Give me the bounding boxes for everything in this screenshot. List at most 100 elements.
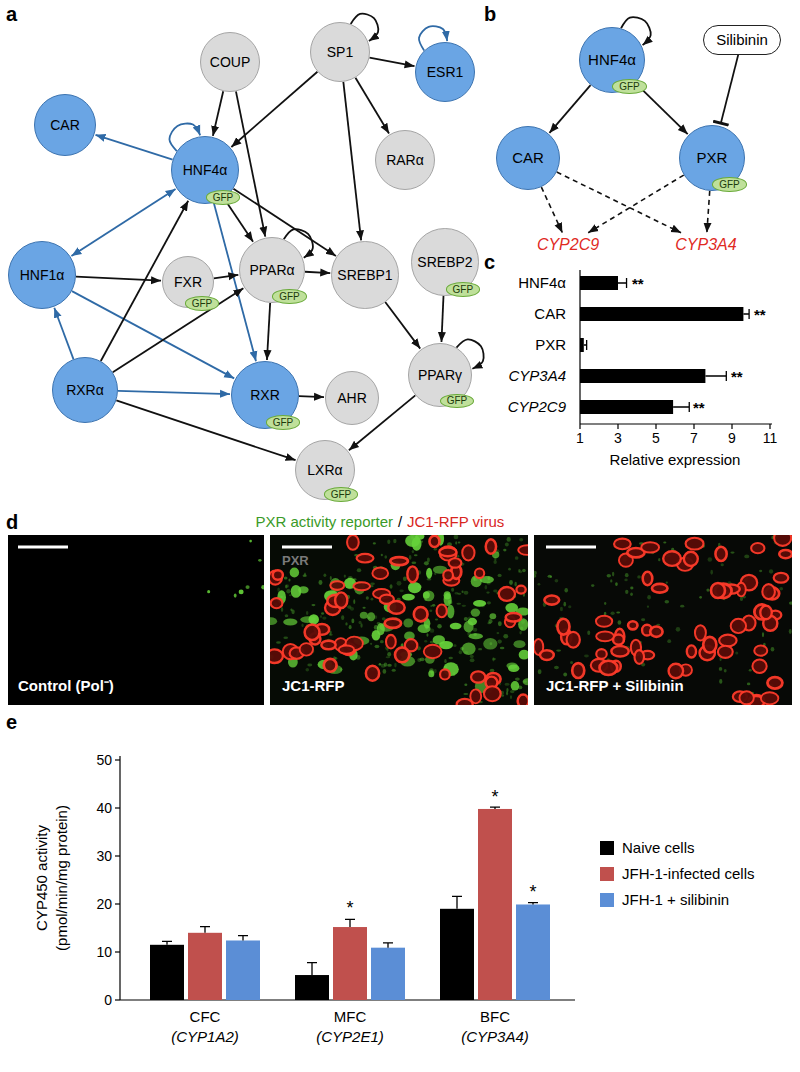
gene-node: PPARαGFP <box>239 237 305 303</box>
cell-signal <box>641 542 659 552</box>
cell-signal <box>635 650 645 664</box>
cell-signal <box>759 570 762 572</box>
gfp-tag: GFP <box>712 177 747 192</box>
cell-signals <box>534 535 792 705</box>
cell-signal <box>288 578 290 581</box>
cell-signal <box>239 589 244 594</box>
gene-node: HNF4αGFP <box>579 27 645 93</box>
cell-signal <box>616 612 620 614</box>
cell-signal <box>711 583 725 598</box>
cell-signal <box>258 559 261 562</box>
cell-signal <box>486 539 496 553</box>
cell-signal <box>612 572 614 577</box>
cell-signal <box>506 613 522 622</box>
cell-signal <box>270 617 277 625</box>
tick-mark <box>579 424 580 429</box>
cell-signal <box>715 547 726 561</box>
cell-signal <box>283 618 297 625</box>
node-label: HNF4α <box>588 51 636 68</box>
cell-signal <box>450 623 462 630</box>
regulation-arrow <box>369 58 414 67</box>
axis-title: Relative expression <box>610 451 741 468</box>
cell-signal <box>550 576 552 578</box>
category-label: MFC <box>334 1008 367 1025</box>
cell-signal <box>752 660 766 673</box>
cell-signal <box>471 671 485 682</box>
cell-signal <box>599 661 617 675</box>
cell-signal <box>234 593 237 597</box>
significance-mark: * <box>346 898 353 919</box>
regulation-arrow <box>213 91 223 136</box>
cell-signal <box>372 567 388 579</box>
gfp-tag: GFP <box>612 79 647 94</box>
cell-signal <box>424 640 427 643</box>
cell-signal <box>684 552 698 566</box>
category-label: HNF4α <box>518 274 566 291</box>
error-bar <box>200 927 210 933</box>
cell-signal <box>394 663 396 668</box>
cell-signal <box>470 658 475 662</box>
cell-signal <box>335 592 347 608</box>
bar-chart-axes <box>580 270 772 429</box>
activity-bar <box>150 945 184 1000</box>
cell-signal <box>703 637 716 653</box>
activity-bar <box>226 940 260 1000</box>
gene-node: SREBP2GFP <box>411 228 479 296</box>
gfp-tag: GFP <box>446 282 481 297</box>
category-label: BFC <box>480 1008 510 1025</box>
cell-signal <box>349 625 352 629</box>
cell-signal <box>385 619 401 628</box>
cell-signal <box>291 585 301 598</box>
cell-signal <box>473 600 486 607</box>
image-caption: Control (Pol⁻) <box>18 677 114 694</box>
cell-signal <box>508 568 511 571</box>
node-label: Silibinin <box>716 31 768 48</box>
scale-bar <box>546 546 596 549</box>
cell-signal <box>412 550 414 553</box>
cell-signal <box>424 645 442 658</box>
category-label: CYP2C9 <box>508 398 566 415</box>
regulation-arrow <box>343 82 361 241</box>
cell-signal <box>503 634 508 638</box>
category-label: CFC <box>190 1008 221 1025</box>
regulation-arrow <box>54 308 73 359</box>
cell-signal <box>457 593 461 595</box>
cell-signal <box>511 681 520 691</box>
gene-node: RXRGFP <box>231 361 299 429</box>
cell-signal <box>454 535 459 539</box>
tick-label: 0 <box>104 992 112 1008</box>
gene-node: HNF4αGFP <box>171 136 239 204</box>
activity-bar <box>440 909 474 1000</box>
panel-letter: d <box>6 511 18 534</box>
cell-signal <box>370 582 375 585</box>
cell-signal <box>596 649 607 659</box>
cell-signal <box>506 691 508 695</box>
cell-signal <box>560 607 563 612</box>
node-label: GFP <box>719 179 740 191</box>
cell-signal <box>462 643 476 655</box>
cell-signal <box>207 590 210 593</box>
cell-signal <box>408 582 421 593</box>
cell-signal <box>516 586 525 594</box>
cell-signal <box>371 598 374 601</box>
cell-signal <box>747 683 750 686</box>
micrograph <box>270 535 528 705</box>
cell-signal <box>676 627 681 632</box>
regulation-arrow <box>76 277 161 281</box>
cell-signal <box>652 584 668 593</box>
cell-signal <box>506 688 508 692</box>
cell-signal <box>572 663 584 678</box>
cell-signal <box>761 692 779 704</box>
cell-signal <box>567 632 580 648</box>
cell-signal <box>534 574 536 577</box>
cell-signal <box>411 562 416 565</box>
bar-chart-axes <box>115 756 575 1000</box>
axis-title: (pmol/min/mg protein) <box>53 805 70 951</box>
tick-mark <box>731 424 732 429</box>
gene-node: HNF1α <box>8 241 76 309</box>
error-bar <box>383 943 393 948</box>
cell-signal <box>407 566 418 582</box>
cell-signal <box>449 558 462 567</box>
bar-group <box>150 807 550 1000</box>
